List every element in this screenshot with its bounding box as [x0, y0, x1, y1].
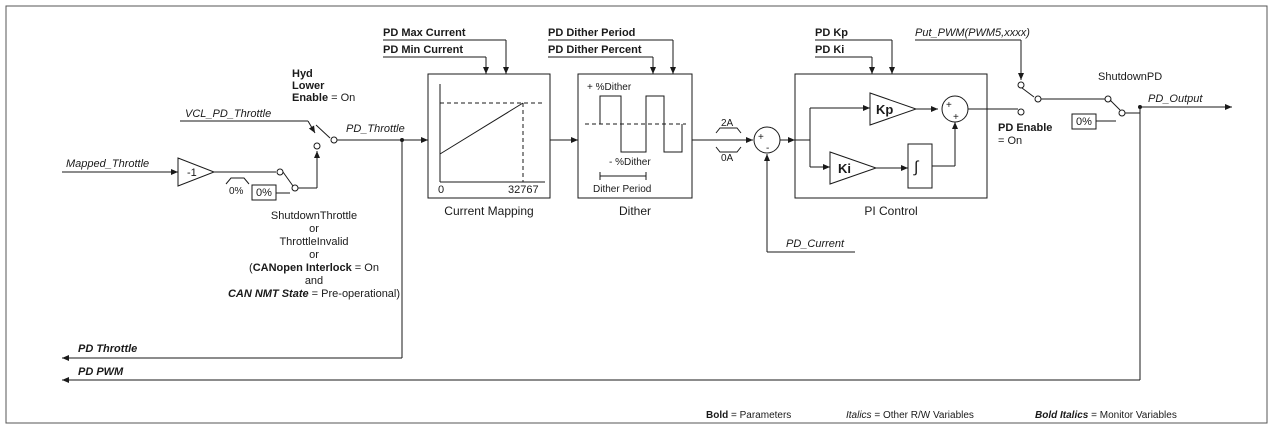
- switch3-out: [1034, 95, 1042, 103]
- map-x-max: 32767: [508, 184, 539, 196]
- svg-text:or: or: [309, 249, 319, 261]
- var-mapped-throttle: Mapped_Throttle: [66, 158, 149, 170]
- clip-label: 0%: [229, 186, 244, 197]
- dither-plus: + %Dither: [587, 82, 632, 93]
- pi-sum-plus2: +: [953, 112, 959, 123]
- hyd-line3: Enable = On: [292, 92, 355, 104]
- legend-italic: Italics = Other R/W Variables: [846, 410, 974, 421]
- map-x-min: 0: [438, 184, 444, 196]
- wire-vcl-throttle-in: [307, 120, 316, 134]
- var-put-pwm: Put_PWM(PWM5,xxxx): [915, 27, 1030, 39]
- var-pd-throttle: PD_Throttle: [346, 123, 405, 135]
- ki-label: Ki: [838, 161, 851, 176]
- switch2-out: [330, 136, 338, 144]
- switch4-in-a: [1104, 95, 1112, 103]
- param-dither-percent: PD Dither Percent: [548, 44, 642, 56]
- hyd-line1: Hyd: [292, 68, 313, 80]
- param-pd-enable: PD Enable: [998, 122, 1052, 134]
- shutdown-conditions: ShutdownThrottle or ThrottleInvalid or (…: [228, 210, 400, 300]
- clamp-upper: [715, 127, 742, 134]
- integrator-block: [907, 143, 933, 189]
- dither-block: [577, 73, 693, 199]
- current-mapping-block: [427, 73, 551, 199]
- integrator-symbol: ∫: [913, 159, 920, 176]
- switch1-out: [291, 184, 299, 192]
- diagram-frame: [5, 5, 1268, 424]
- switch1-blade: [282, 171, 294, 187]
- legend-bold: Bold = Parameters: [706, 410, 791, 421]
- param-max-current: PD Max Current: [383, 27, 466, 39]
- switch2-blade: [315, 124, 331, 139]
- current-mapping-title: Current Mapping: [444, 204, 533, 218]
- gain-label: -1: [187, 167, 197, 179]
- pi-control-block: [794, 73, 988, 199]
- pd-enable-on: = On: [998, 135, 1022, 147]
- zero-value-label: 0%: [256, 187, 272, 199]
- sum-minus: -: [766, 143, 769, 154]
- switch2-in-b: [313, 142, 321, 150]
- sum-plus: +: [758, 132, 764, 143]
- shutdown-pd: ShutdownPD: [1098, 71, 1162, 83]
- svg-text:ShutdownThrottle: ShutdownThrottle: [271, 210, 357, 222]
- clamp-lo: 0A: [721, 153, 734, 164]
- kp-gain: [869, 92, 918, 126]
- map-curve: [439, 102, 524, 155]
- switch4-out: [1118, 109, 1126, 117]
- param-kp: PD Kp: [815, 27, 848, 39]
- var-pd-current: PD_Current: [786, 238, 845, 250]
- svg-text:(CANopen Interlock = On: (CANopen Interlock = On: [249, 262, 379, 274]
- ki-gain: [829, 151, 878, 185]
- hyd-line2: Lower: [292, 80, 325, 92]
- legend-bold-italic: Bold Italics = Monitor Variables: [1035, 410, 1177, 421]
- pi-sum-plus1: +: [946, 100, 952, 111]
- var-vcl-pd-throttle: VCL_PD_Throttle: [185, 108, 271, 120]
- svg-text:ThrottleInvalid: ThrottleInvalid: [279, 236, 348, 248]
- clamp-lower: [715, 146, 742, 153]
- param-min-current: PD Min Current: [383, 44, 463, 56]
- switch3-in-a: [1017, 81, 1025, 89]
- param-ki: PD Ki: [815, 44, 844, 56]
- monitor-pd-pwm: PD PWM: [78, 366, 124, 378]
- svg-text:CAN NMT State = Pre-operationa: CAN NMT State = Pre-operational): [228, 288, 400, 300]
- switch3-in-b: [1017, 108, 1025, 116]
- dither-period-label: Dither Period: [593, 184, 651, 195]
- svg-text:or: or: [309, 223, 319, 235]
- dither-title: Dither: [619, 204, 651, 218]
- switch3-blade: [1021, 87, 1035, 98]
- pi-control-title: PI Control: [864, 204, 917, 218]
- clip-symbol: [225, 177, 250, 185]
- dither-wave: [599, 95, 683, 153]
- switch4-blade: [1109, 99, 1121, 111]
- kp-label: Kp: [876, 102, 893, 117]
- clamp-hi: 2A: [721, 118, 734, 129]
- dither-minus: - %Dither: [609, 157, 651, 168]
- switch1-in-a: [276, 168, 284, 176]
- param-dither-period: PD Dither Period: [548, 27, 635, 39]
- var-pd-output: PD_Output: [1148, 93, 1203, 105]
- svg-text:and: and: [305, 275, 323, 287]
- gain-block: [177, 157, 216, 187]
- zero-value-label-2: 0%: [1076, 116, 1092, 128]
- monitor-pd-throttle: PD Throttle: [78, 343, 137, 355]
